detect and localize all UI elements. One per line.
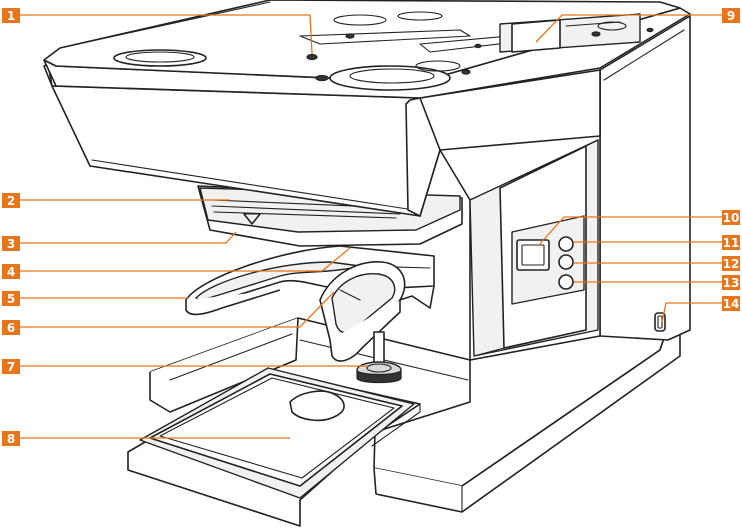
callout-number-5: 5 bbox=[7, 292, 15, 306]
callout-6: 6 bbox=[2, 291, 335, 335]
callout-leader-14 bbox=[661, 302, 722, 323]
callout-number-13: 13 bbox=[723, 276, 740, 290]
callout-number-1: 1 bbox=[7, 9, 15, 23]
callout-leader-10 bbox=[537, 216, 722, 247]
base-platform bbox=[149, 317, 681, 513]
callout-box-7 bbox=[2, 359, 20, 374]
drip-tray bbox=[127, 367, 421, 527]
callout-4: 4 bbox=[2, 247, 351, 279]
control-button-lower bbox=[558, 274, 574, 290]
callout-box-4 bbox=[2, 264, 20, 279]
callout-box-2 bbox=[2, 193, 20, 208]
callout-3: 3 bbox=[2, 231, 237, 251]
control-button-middle bbox=[558, 254, 574, 270]
control-button-upper bbox=[558, 236, 574, 252]
callout-7: 7 bbox=[2, 359, 368, 374]
callout-number-9: 9 bbox=[727, 9, 735, 23]
hopper-lid-left bbox=[113, 49, 207, 67]
callout-11: 11 bbox=[574, 235, 740, 250]
callout-number-4: 4 bbox=[7, 265, 15, 279]
callout-5: 5 bbox=[2, 291, 188, 306]
callout-box-9 bbox=[722, 8, 740, 23]
bean-hopper bbox=[43, 0, 691, 217]
callout-box-3 bbox=[2, 236, 20, 251]
callout-box-12 bbox=[722, 256, 740, 271]
callout-number-11: 11 bbox=[723, 236, 740, 250]
callout-box-1 bbox=[2, 8, 20, 23]
callout-leader-1 bbox=[20, 14, 313, 55]
callout-number-10: 10 bbox=[723, 211, 740, 225]
callout-14: 14 bbox=[661, 296, 740, 323]
callout-1: 1 bbox=[2, 8, 313, 55]
control-panel bbox=[511, 215, 585, 305]
display-inner bbox=[521, 244, 545, 266]
callout-13: 13 bbox=[574, 275, 740, 290]
callout-leader-4 bbox=[20, 247, 351, 272]
callout-number-8: 8 bbox=[7, 432, 15, 446]
callout-number-2: 2 bbox=[7, 194, 15, 208]
callout-leader-9 bbox=[535, 14, 722, 43]
callout-2: 2 bbox=[2, 193, 230, 208]
callout-12: 12 bbox=[574, 256, 740, 271]
callout-box-5 bbox=[2, 291, 20, 306]
callout-box-10 bbox=[722, 210, 740, 225]
callout-box-8 bbox=[2, 431, 20, 446]
callout-box-13 bbox=[722, 275, 740, 290]
display-screen bbox=[516, 239, 550, 271]
callout-8: 8 bbox=[2, 431, 290, 446]
portafilter-holder bbox=[319, 261, 435, 362]
callout-box-11 bbox=[722, 235, 740, 250]
callout-leader-6 bbox=[20, 291, 335, 328]
hopper-top-screw bbox=[306, 53, 318, 61]
callout-number-3: 3 bbox=[7, 237, 15, 251]
callout-number-7: 7 bbox=[7, 360, 15, 374]
callout-number-6: 6 bbox=[7, 321, 15, 335]
callout-10: 10 bbox=[537, 210, 740, 247]
callout-leader-3 bbox=[20, 231, 237, 244]
callout-9: 9 bbox=[535, 8, 740, 43]
callout-box-6 bbox=[2, 320, 20, 335]
callout-box-14 bbox=[722, 296, 740, 311]
callout-number-14: 14 bbox=[723, 297, 740, 311]
callout-number-12: 12 bbox=[723, 257, 740, 271]
